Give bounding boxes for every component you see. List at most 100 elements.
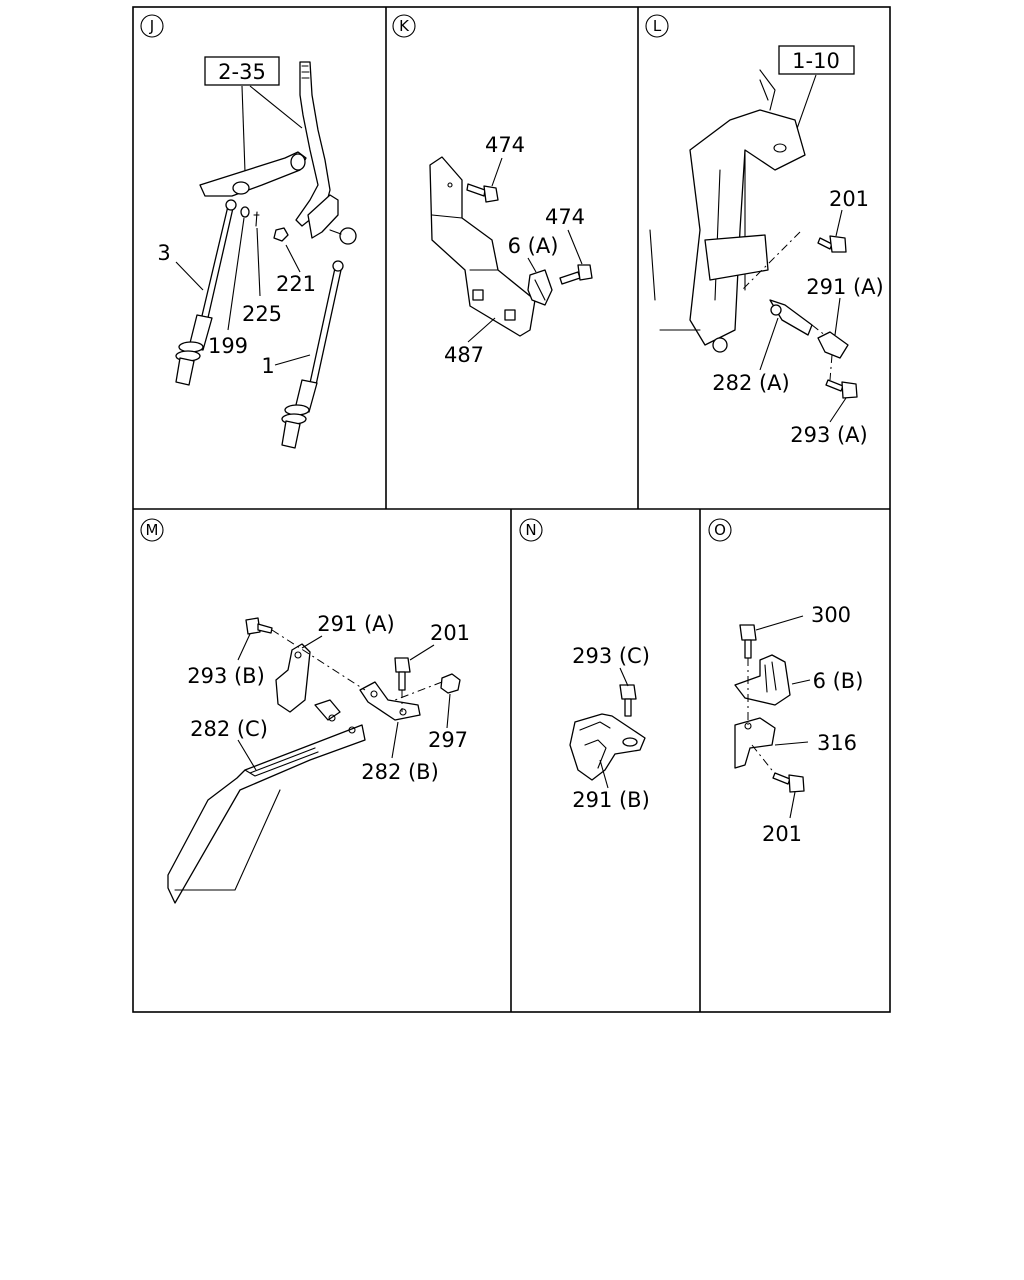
bolt-474-a-head bbox=[483, 185, 499, 203]
label-201-o: 201 bbox=[762, 822, 802, 846]
label-225: 225 bbox=[242, 302, 282, 326]
nut-297 bbox=[440, 673, 461, 694]
leader-199 bbox=[227, 217, 245, 331]
bolt-293c-shank bbox=[624, 698, 632, 717]
ref-leader-1 bbox=[241, 85, 246, 173]
cable-1-sleeve bbox=[294, 379, 318, 413]
ref-leader-2 bbox=[249, 85, 303, 129]
clamp-6b bbox=[734, 654, 791, 706]
label-199: 199 bbox=[208, 334, 248, 358]
clip-291b-hole bbox=[622, 737, 638, 747]
leader-6b bbox=[791, 679, 811, 685]
label-6b: 6 (B) bbox=[813, 669, 864, 693]
label-201-l: 201 bbox=[829, 187, 869, 211]
leader-293a bbox=[829, 397, 847, 423]
frame-side-lines bbox=[649, 229, 701, 331]
bolt-201-m-shank bbox=[398, 671, 406, 691]
panel-k-marker bbox=[392, 14, 416, 38]
label-487: 487 bbox=[444, 343, 484, 367]
label-201-m: 201 bbox=[430, 621, 470, 645]
label-282c: 282 (C) bbox=[190, 717, 268, 741]
label-221: 221 bbox=[276, 272, 316, 296]
bracket-316 bbox=[734, 717, 776, 769]
label-474-a: 474 bbox=[485, 133, 525, 157]
stay-282c-tab bbox=[314, 699, 341, 721]
label-293a: 293 (A) bbox=[790, 423, 868, 447]
bracket-282b-hole bbox=[370, 690, 378, 698]
label-293c: 293 (C) bbox=[572, 644, 650, 668]
assembly-line-m-1 bbox=[271, 629, 366, 691]
leader-282b bbox=[391, 721, 399, 759]
leader-221 bbox=[285, 244, 301, 273]
frame-hole bbox=[773, 143, 787, 153]
leader-487 bbox=[467, 317, 496, 343]
label-282a: 282 (A) bbox=[712, 371, 790, 395]
cable-3-tip bbox=[175, 357, 195, 386]
leader-474-b bbox=[567, 229, 583, 265]
label-297: 297 bbox=[428, 728, 468, 752]
panel-j-ref-box bbox=[204, 56, 280, 86]
panel-o-letter: O bbox=[714, 521, 726, 539]
clip-291b-detail bbox=[579, 721, 611, 769]
frame-nut bbox=[712, 337, 728, 353]
panel-l-letter: L bbox=[653, 17, 662, 35]
cable-3-rod bbox=[200, 205, 234, 323]
ball-stem bbox=[329, 229, 342, 235]
bracket-487-hole-3 bbox=[447, 182, 453, 188]
panel-j-letter: J bbox=[149, 17, 154, 35]
leader-6a bbox=[527, 257, 537, 273]
assembly-line-m-3 bbox=[394, 681, 443, 701]
clamp-6b-detail bbox=[764, 661, 777, 693]
panel-m-letter: M bbox=[146, 521, 159, 539]
label-1: 1 bbox=[261, 354, 274, 378]
clip-291a bbox=[817, 331, 849, 359]
bolt-474-b-head bbox=[577, 264, 593, 281]
stay-282c-inner bbox=[174, 789, 281, 891]
label-316: 316 bbox=[817, 731, 857, 755]
bolt-293a-head bbox=[841, 381, 858, 399]
bolt-293a-shank bbox=[825, 379, 844, 392]
panel-o-marker bbox=[708, 518, 732, 542]
clip-6a bbox=[527, 269, 553, 306]
label-300: 300 bbox=[811, 603, 851, 627]
leader-225 bbox=[256, 227, 261, 297]
panel-l-ref-label: 1-10 bbox=[792, 49, 840, 73]
bracket-487-hole-2 bbox=[504, 309, 516, 321]
cable-3-end bbox=[225, 199, 237, 211]
bolt-201-l-head bbox=[829, 235, 847, 253]
bolt-201-o-head bbox=[788, 774, 805, 793]
panel-j: J 2-35 bbox=[140, 14, 357, 449]
lever-arm bbox=[199, 151, 307, 197]
bracket-316-hole bbox=[744, 722, 752, 730]
panel-l-marker bbox=[645, 14, 669, 38]
ball-joint bbox=[339, 227, 357, 245]
assembly-line-l-1 bbox=[741, 231, 801, 291]
assembly-line-o-2 bbox=[751, 744, 776, 775]
clip-291a-m bbox=[275, 643, 311, 713]
leader-291a-m bbox=[301, 635, 323, 649]
panel-l-ref-box bbox=[778, 45, 855, 75]
leader-297 bbox=[446, 693, 451, 729]
leader-201-o bbox=[789, 791, 796, 819]
label-282b: 282 (B) bbox=[361, 760, 439, 784]
washer-199 bbox=[240, 206, 250, 218]
lever-arm-pivot bbox=[290, 153, 306, 171]
clip-291a-m-hole bbox=[294, 651, 302, 659]
panel-j-ref-label: 2-35 bbox=[218, 60, 266, 84]
leader-3 bbox=[175, 261, 204, 291]
bracket-487-hole-1 bbox=[472, 289, 484, 301]
panel-frames bbox=[132, 6, 891, 1013]
clip-291b bbox=[569, 713, 646, 781]
leader-474-a bbox=[491, 157, 503, 187]
assembly-line-l-2 bbox=[811, 324, 827, 337]
panel-n: N 293 (C) 291 (B) bbox=[519, 518, 650, 812]
shift-lever bbox=[295, 61, 331, 227]
bolt-201-l-shank bbox=[817, 237, 833, 250]
leader-316 bbox=[774, 741, 809, 746]
cable-1-tip bbox=[281, 420, 301, 449]
bracket-487-folds bbox=[431, 214, 499, 271]
frame-top-curve bbox=[759, 69, 776, 111]
leader-282a bbox=[759, 317, 779, 371]
bolt-300-shank bbox=[744, 639, 752, 659]
